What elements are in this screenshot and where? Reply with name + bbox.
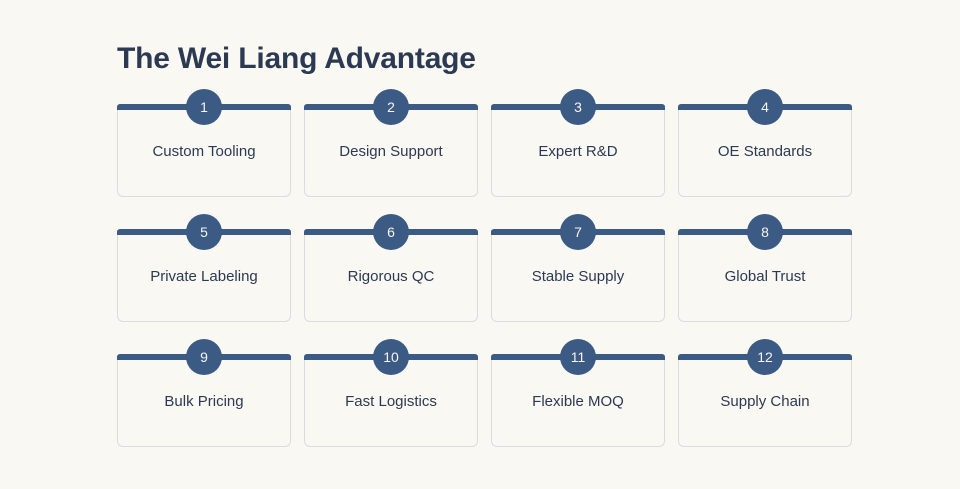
advantage-card[interactable]: 8 Global Trust	[678, 214, 852, 322]
advantage-card[interactable]: 10 Fast Logistics	[304, 339, 478, 447]
advantage-card[interactable]: 11 Flexible MOQ	[491, 339, 665, 447]
advantage-card[interactable]: 4 OE Standards	[678, 89, 852, 197]
card-number-badge: 4	[747, 89, 783, 125]
advantage-card[interactable]: 7 Stable Supply	[491, 214, 665, 322]
advantage-card-grid: 1 Custom Tooling 2 Design Support 3 Expe…	[117, 89, 852, 447]
card-label: Design Support	[339, 143, 443, 160]
advantage-card[interactable]: 1 Custom Tooling	[117, 89, 291, 197]
page-title: The Wei Liang Advantage	[117, 42, 476, 76]
card-label: Rigorous QC	[347, 268, 435, 285]
advantage-card[interactable]: 12 Supply Chain	[678, 339, 852, 447]
card-number-badge: 5	[186, 214, 222, 250]
card-label: Stable Supply	[531, 268, 625, 285]
card-number-badge: 2	[373, 89, 409, 125]
card-label: Private Labeling	[150, 268, 258, 285]
card-number-badge: 12	[747, 339, 783, 375]
card-number-badge: 6	[373, 214, 409, 250]
card-number-badge: 11	[560, 339, 596, 375]
advantage-card[interactable]: 9 Bulk Pricing	[117, 339, 291, 447]
advantage-card[interactable]: 3 Expert R&D	[491, 89, 665, 197]
advantage-card[interactable]: 6 Rigorous QC	[304, 214, 478, 322]
card-label: Fast Logistics	[345, 393, 437, 410]
card-label: Expert R&D	[538, 143, 618, 160]
advantage-card[interactable]: 2 Design Support	[304, 89, 478, 197]
card-number-badge: 9	[186, 339, 222, 375]
card-number-badge: 1	[186, 89, 222, 125]
card-label: Custom Tooling	[152, 143, 256, 160]
card-label: Global Trust	[724, 268, 806, 285]
card-number-badge: 7	[560, 214, 596, 250]
card-label: Supply Chain	[720, 393, 810, 410]
advantage-card[interactable]: 5 Private Labeling	[117, 214, 291, 322]
card-number-badge: 8	[747, 214, 783, 250]
card-label: Flexible MOQ	[532, 393, 624, 410]
card-number-badge: 10	[373, 339, 409, 375]
card-label: OE Standards	[717, 143, 813, 160]
card-number-badge: 3	[560, 89, 596, 125]
card-label: Bulk Pricing	[164, 393, 244, 410]
